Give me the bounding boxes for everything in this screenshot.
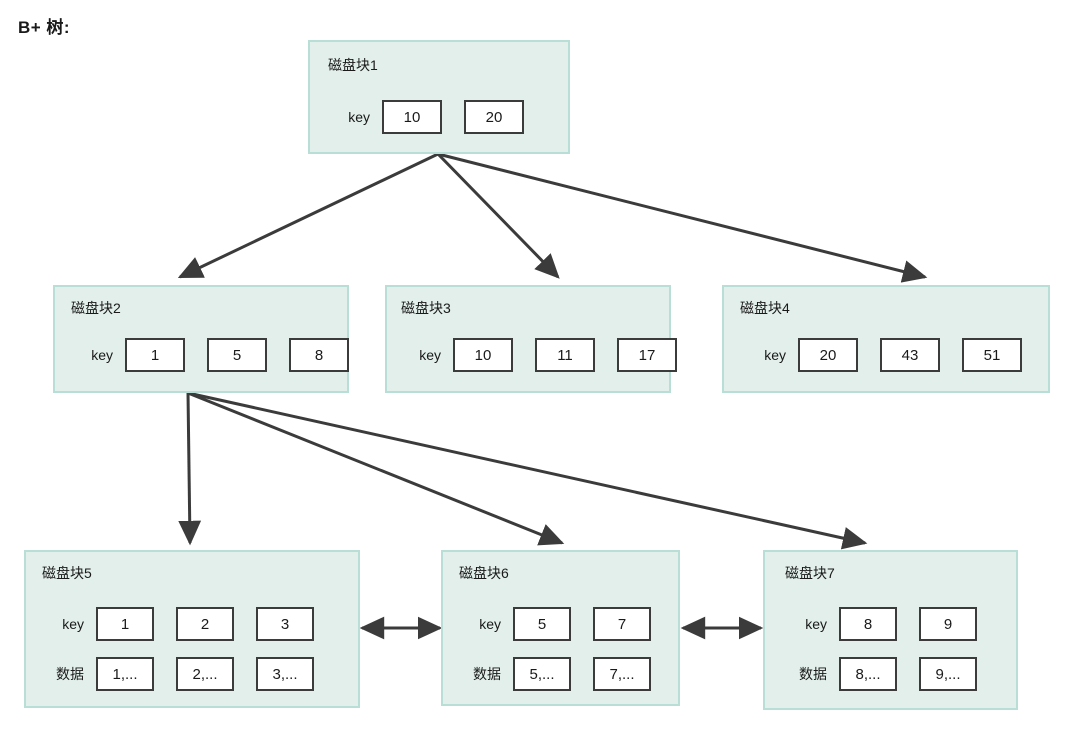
data-cells: 1,... 2,... 3,... <box>96 657 314 691</box>
data-cells: 8,... 9,... <box>839 657 977 691</box>
key-row: key 20 43 51 <box>744 338 1022 372</box>
key-cell[interactable]: 10 <box>382 100 442 134</box>
key-row: key 10 11 17 <box>399 338 677 372</box>
key-cells: 10 11 17 <box>453 338 677 372</box>
disk-block-node-2[interactable]: 磁盘块2 key 1 5 8 <box>53 285 349 393</box>
key-cell[interactable]: 10 <box>453 338 513 372</box>
key-cells: 1 2 3 <box>96 607 314 641</box>
key-cells: 5 7 <box>513 607 651 641</box>
key-row: key 8 9 <box>785 607 977 641</box>
data-row: 数据 1,... 2,... 3,... <box>42 657 314 691</box>
data-row-label: 数据 <box>473 666 501 682</box>
key-cells: 1 5 8 <box>125 338 349 372</box>
disk-block-node-3[interactable]: 磁盘块3 key 10 11 17 <box>385 285 677 393</box>
page-title: B+ 树: <box>18 18 71 37</box>
key-cell[interactable]: 3 <box>256 607 314 641</box>
node-title: 磁盘块4 <box>740 300 790 316</box>
edge-node2-node6 <box>187 391 565 546</box>
key-row: key 1 5 8 <box>71 338 349 372</box>
key-row-label: key <box>419 347 441 363</box>
key-row-label: key <box>91 347 113 363</box>
node-title: 磁盘块7 <box>785 565 835 581</box>
key-row: key 1 2 3 <box>42 607 314 641</box>
key-row-label: key <box>479 616 501 632</box>
node-title: 磁盘块5 <box>42 565 92 581</box>
data-cell[interactable]: 2,... <box>176 657 234 691</box>
data-cell[interactable]: 8,... <box>839 657 897 691</box>
node-title: 磁盘块2 <box>71 300 121 316</box>
key-cell[interactable]: 1 <box>125 338 185 372</box>
disk-block-node-1[interactable]: 磁盘块1 key 10 20 <box>308 40 570 154</box>
data-row: 数据 8,... 9,... <box>785 657 977 691</box>
data-cell[interactable]: 9,... <box>919 657 977 691</box>
key-cells: 20 43 51 <box>798 338 1022 372</box>
disk-block-node-7[interactable]: 磁盘块7 key 8 9 数据 8,... 9,... <box>763 550 1018 710</box>
key-cell[interactable]: 5 <box>513 607 571 641</box>
edge-node1-node2 <box>177 152 439 279</box>
data-cell[interactable]: 3,... <box>256 657 314 691</box>
key-cell[interactable]: 7 <box>593 607 651 641</box>
key-row-label: key <box>764 347 786 363</box>
disk-block-node-6[interactable]: 磁盘块6 key 5 7 数据 5,... 7,... <box>441 550 680 706</box>
key-row: key 5 7 <box>459 607 651 641</box>
key-cell[interactable]: 5 <box>207 338 267 372</box>
key-cell[interactable]: 9 <box>919 607 977 641</box>
edge-node1-node3 <box>436 152 560 279</box>
data-row: 数据 5,... 7,... <box>459 657 651 691</box>
key-cell[interactable]: 20 <box>798 338 858 372</box>
key-cell[interactable]: 8 <box>839 607 897 641</box>
key-cell[interactable]: 1 <box>96 607 154 641</box>
key-cells: 8 9 <box>839 607 977 641</box>
edge-node2-node5 <box>178 392 202 546</box>
data-cells: 5,... 7,... <box>513 657 651 691</box>
data-cell[interactable]: 5,... <box>513 657 571 691</box>
key-cell[interactable]: 17 <box>617 338 677 372</box>
node-title: 磁盘块6 <box>459 565 509 581</box>
key-cell[interactable]: 11 <box>535 338 595 372</box>
key-cell[interactable]: 43 <box>880 338 940 372</box>
data-cell[interactable]: 7,... <box>593 657 651 691</box>
data-row-label: 数据 <box>799 666 827 682</box>
key-row-label: key <box>62 616 84 632</box>
key-cell[interactable]: 20 <box>464 100 524 134</box>
edge-node1-node4 <box>437 152 928 283</box>
key-row: key 10 20 <box>328 100 524 134</box>
key-cell[interactable]: 2 <box>176 607 234 641</box>
disk-block-node-5[interactable]: 磁盘块5 key 1 2 3 数据 1,... 2,... 3,... <box>24 550 360 708</box>
node-title: 磁盘块1 <box>328 57 378 73</box>
edge-node2-node7 <box>187 391 868 550</box>
node-title: 磁盘块3 <box>401 300 451 316</box>
key-row-label: key <box>805 616 827 632</box>
key-cell[interactable]: 51 <box>962 338 1022 372</box>
key-cell[interactable]: 8 <box>289 338 349 372</box>
key-cells: 10 20 <box>382 100 524 134</box>
data-cell[interactable]: 1,... <box>96 657 154 691</box>
key-row-label: key <box>348 109 370 125</box>
data-row-label: 数据 <box>56 666 84 682</box>
disk-block-node-4[interactable]: 磁盘块4 key 20 43 51 <box>722 285 1050 393</box>
